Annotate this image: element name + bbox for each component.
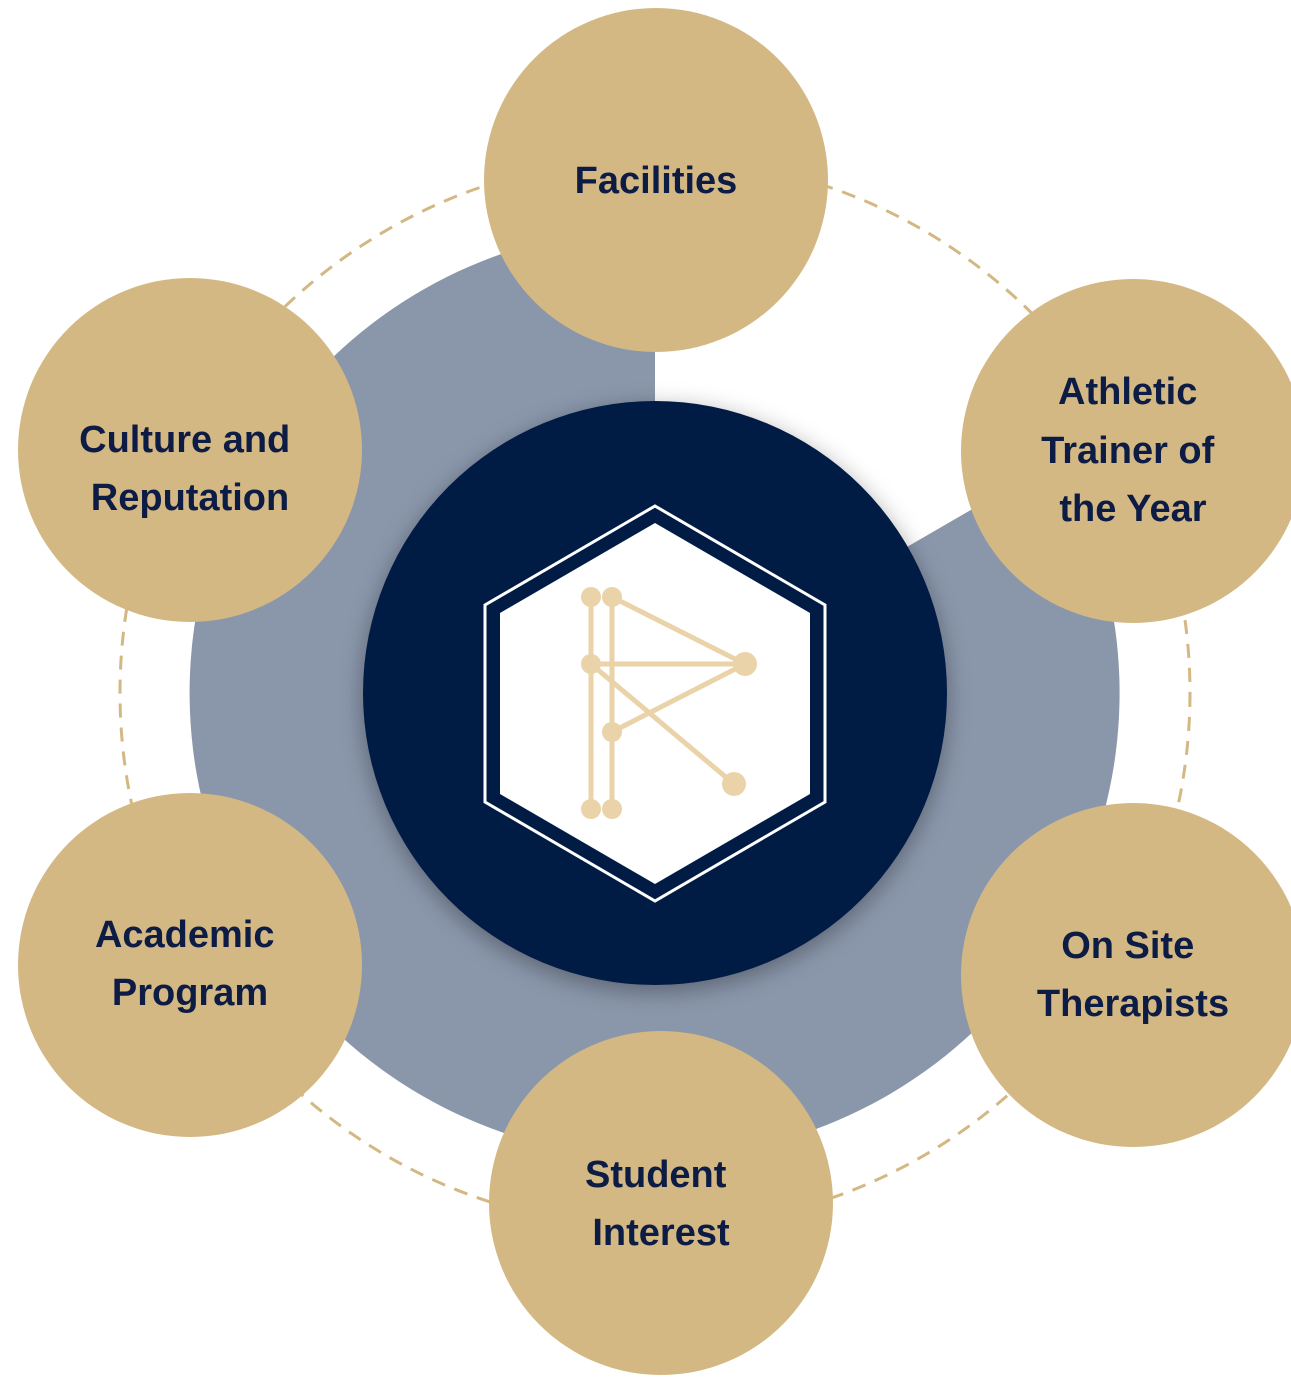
node-circle [18, 278, 362, 622]
hexagon-logo [483, 504, 827, 903]
node-label-line: Athletic [1058, 371, 1197, 413]
node-circle [961, 279, 1291, 623]
node-label: Culture and Reputation [79, 419, 301, 519]
node-label: On Site Therapists [1037, 925, 1229, 1025]
hexagon-outline [483, 504, 827, 903]
node-label-line: Interest [592, 1212, 730, 1254]
node-facilities: Facilities [484, 8, 828, 352]
r-network-monogram-icon [581, 587, 757, 819]
node-label-line: Program [112, 972, 268, 1014]
node-athletic-trainer: Athletic Trainer of the Year [961, 279, 1291, 623]
node-on-site-therapists: On Site Therapists [961, 803, 1291, 1147]
node-culture-reputation: Culture and Reputation [18, 278, 362, 622]
node-circle [18, 793, 362, 1137]
node-label-line: Reputation [91, 477, 289, 519]
node-label-line: Academic [95, 914, 275, 956]
node-label: Facilities [575, 160, 738, 202]
node-circle [961, 803, 1291, 1147]
node-label-line: Culture and [79, 419, 290, 461]
node-student-interest: Student Interest [489, 1031, 833, 1375]
node-academic-program: Academic Program [18, 793, 362, 1137]
node-label-line: Facilities [575, 160, 738, 202]
node-label-line: Student [585, 1154, 727, 1196]
node-label-line: the Year [1059, 488, 1206, 530]
node-label-line: Trainer of [1041, 430, 1214, 472]
node-label: Athletic Trainer of the Year [1041, 371, 1225, 530]
node-label-line: Therapists [1037, 983, 1229, 1025]
node-label-line: On Site [1061, 925, 1194, 967]
node-circle [484, 8, 828, 352]
node-label: Academic Program [95, 914, 285, 1014]
node-label: Student Interest [585, 1154, 737, 1254]
node-circle [489, 1031, 833, 1375]
